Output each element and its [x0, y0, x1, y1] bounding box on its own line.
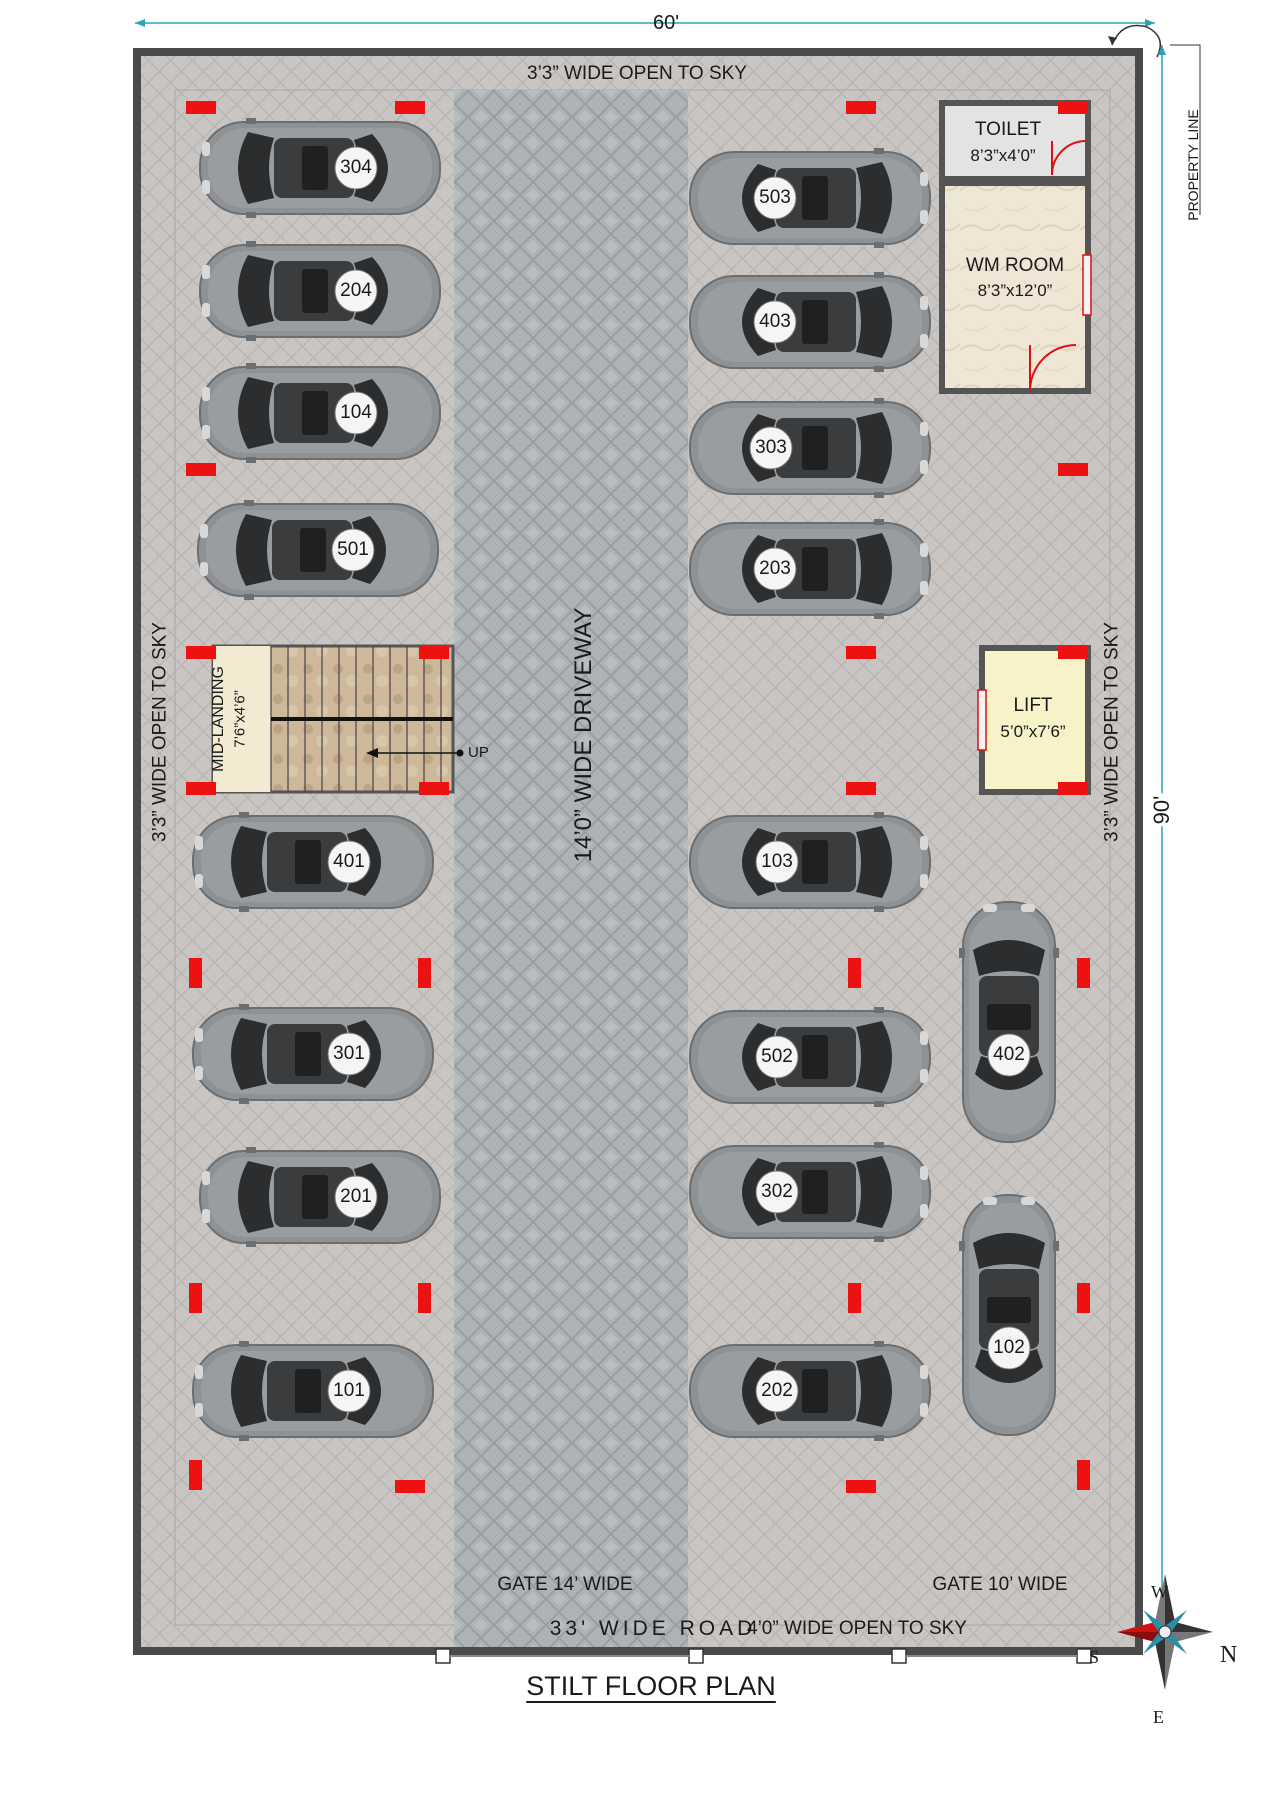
gate-14-label: GATE 14’ WIDE	[497, 1574, 633, 1595]
lift-name: LIFT	[1013, 695, 1053, 716]
parking-number: 304	[340, 157, 372, 178]
car-201	[199, 1146, 441, 1248]
car-502	[689, 1006, 931, 1108]
driveway	[454, 90, 688, 1647]
compass-east-label: E	[1153, 1707, 1164, 1727]
car-103	[689, 811, 931, 913]
parking-number: 401	[333, 851, 365, 872]
parking-number: 503	[759, 187, 791, 208]
car-403	[689, 271, 931, 373]
parking-number: 402	[993, 1044, 1025, 1065]
parking-number-discs	[327, 146, 1031, 1413]
wm-room-name: WM ROOM	[965, 255, 1065, 276]
car-303	[689, 397, 931, 499]
compass-north-label: N	[1220, 1642, 1238, 1668]
staircase	[211, 644, 464, 794]
property-line-label: PROPERTY LINE	[1185, 109, 1201, 221]
driveway-label: 14’0” WIDE DRIVEWAY	[570, 607, 597, 863]
car-104	[199, 362, 441, 464]
car-302	[689, 1141, 931, 1243]
right-dimension-line	[1158, 44, 1201, 1665]
car-202	[689, 1340, 931, 1442]
toilet-name: TOILET	[974, 119, 1042, 140]
open-sky-bottom-label: 4’0” WIDE OPEN TO SKY	[747, 1618, 967, 1639]
car-102	[958, 1194, 1060, 1436]
parking-number: 203	[759, 558, 791, 579]
parking-number: 104	[340, 402, 372, 423]
parking-number: 202	[761, 1380, 793, 1401]
parking-number: 502	[761, 1046, 793, 1067]
car-204	[199, 240, 441, 342]
wm-room-size: 8’3”x12’0”	[977, 281, 1053, 300]
car-101	[192, 1340, 434, 1442]
depth-dimension-label: 90'	[1149, 793, 1175, 827]
width-dimension-label: 60'	[652, 12, 680, 34]
car-503	[689, 147, 931, 249]
parking-number: 403	[759, 311, 791, 332]
gate-10-label: GATE 10’ WIDE	[932, 1574, 1068, 1595]
wm-room	[939, 180, 1092, 394]
column-markers	[186, 101, 1090, 1493]
stair-up-label: UP	[468, 744, 489, 761]
toilet-room	[939, 100, 1091, 182]
car-203	[689, 518, 931, 620]
parking-number: 103	[761, 851, 793, 872]
parking-number: 201	[340, 1186, 372, 1207]
parking-number: 101	[333, 1380, 365, 1401]
open-sky-top-label: 3’3” WIDE OPEN TO SKY	[527, 63, 747, 84]
parking-number: 102	[993, 1337, 1025, 1358]
parking-number: 204	[340, 280, 372, 301]
car-501	[197, 499, 439, 601]
stair-midlanding-size: 7’6”x4’6”	[231, 690, 249, 748]
car-401	[192, 811, 434, 913]
lift-size: 5’0”x7’6”	[1000, 722, 1066, 741]
open-sky-left-label: 3’3” WIDE OPEN TO SKY	[149, 622, 171, 842]
toilet-size: 8’3”x4’0”	[970, 146, 1036, 165]
compass-south-label: S	[1089, 1647, 1100, 1667]
stair-midlanding-name: MID-LANDING	[210, 666, 227, 772]
open-sky-right-label: 3’3” WIDE OPEN TO SKY	[1101, 622, 1123, 842]
lift-shaft	[977, 645, 1091, 795]
car-301	[192, 1003, 434, 1105]
parking-number: 301	[333, 1043, 365, 1064]
compass-rose	[1117, 1574, 1213, 1690]
car-402	[958, 901, 1060, 1143]
parking-number: 302	[761, 1181, 793, 1202]
parking-number: 501	[337, 539, 369, 560]
road-label: 33' WIDE ROAD	[549, 1617, 757, 1640]
gate-posts	[435, 1648, 1092, 1664]
page-title: STILT FLOOR PLAN	[526, 1671, 776, 1701]
car-304	[199, 117, 441, 219]
top-dimension-line	[135, 19, 1162, 58]
compass-west-label: W	[1151, 1582, 1168, 1602]
parking-number: 303	[755, 437, 787, 458]
